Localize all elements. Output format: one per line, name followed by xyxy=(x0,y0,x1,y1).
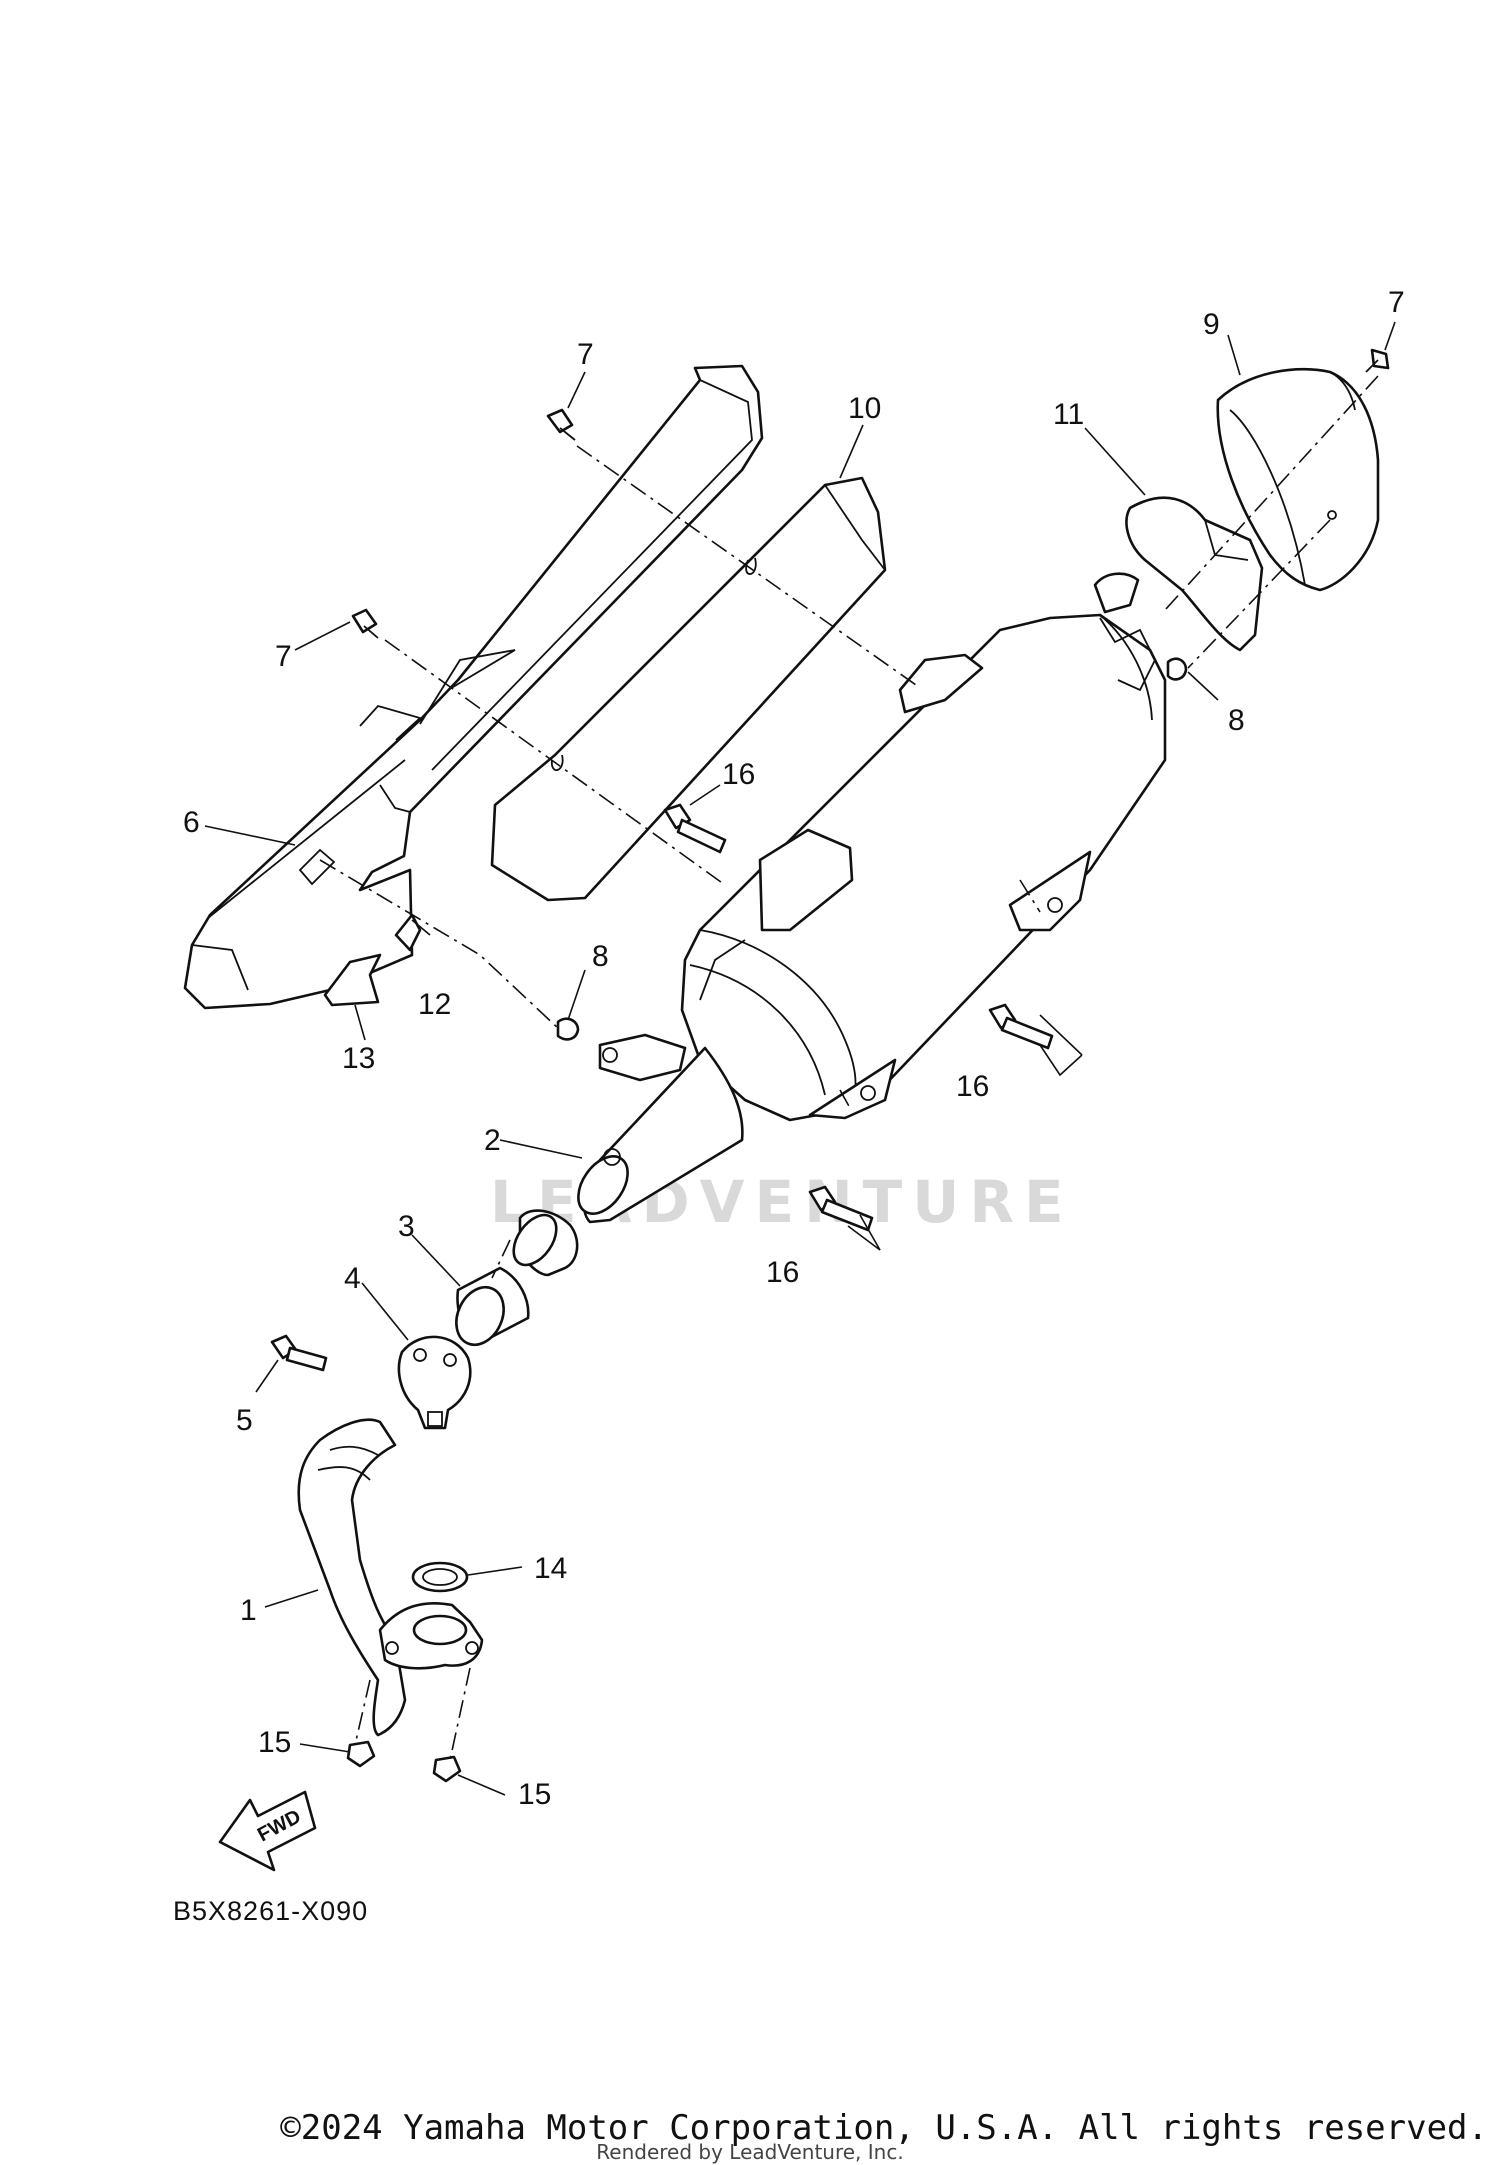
callout-5: 5 xyxy=(236,1404,253,1437)
copyright-notice: ©2024 Yamaha Motor Corporation, U.S.A. A… xyxy=(280,2108,1488,2148)
part-4-clamp xyxy=(397,1335,472,1430)
part-3-sleeve xyxy=(455,1266,530,1347)
callout-12: 12 xyxy=(418,988,451,1021)
parts-12-13-clips xyxy=(323,913,422,1007)
callout-16c: 16 xyxy=(766,1256,799,1289)
callout-9: 9 xyxy=(1203,308,1220,341)
callout-1: 1 xyxy=(240,1594,257,1627)
rendered-by-notice: Rendered by LeadVenture, Inc. xyxy=(596,2140,904,2164)
callout-16a: 16 xyxy=(722,758,755,791)
callout-labels: 7 7 7 9 10 11 6 16 8 8 12 13 2 16 3 16 4… xyxy=(183,286,1405,1811)
callout-7a: 7 xyxy=(577,338,594,371)
callout-10: 10 xyxy=(848,392,881,425)
nut-8a xyxy=(1166,657,1188,681)
part-14-gasket xyxy=(411,1561,469,1593)
fwd-arrow-icon: FWD xyxy=(218,1790,317,1872)
bolt-7b xyxy=(351,608,379,639)
bolt-7a xyxy=(546,408,576,441)
leader-lines xyxy=(204,321,1396,1796)
callout-2: 2 xyxy=(484,1124,501,1157)
part-2-front-cone xyxy=(512,1046,744,1277)
bolt-5 xyxy=(270,1334,328,1372)
alignment-lines xyxy=(319,375,1379,1761)
nut-15a xyxy=(346,1740,376,1768)
callout-14: 14 xyxy=(534,1552,567,1585)
callout-15a: 15 xyxy=(258,1726,291,1759)
part-11-small-shield xyxy=(1125,496,1264,652)
callout-4: 4 xyxy=(344,1262,361,1295)
part-1-header-pipe xyxy=(297,1418,484,1737)
part-9-end-cap xyxy=(1216,367,1380,592)
callout-15b: 15 xyxy=(518,1778,551,1811)
part-6-heat-shield xyxy=(183,364,764,1010)
nut-15b xyxy=(432,1755,462,1783)
callout-6: 6 xyxy=(183,806,200,839)
callout-11: 11 xyxy=(1053,398,1084,431)
bolt-16a xyxy=(663,803,727,854)
callout-8b: 8 xyxy=(1228,704,1245,737)
part-10-inner-shield xyxy=(490,476,887,902)
drawing-code: B5X8261-X090 xyxy=(173,1896,368,1926)
callout-7b: 7 xyxy=(1388,286,1405,319)
bolt-16b xyxy=(988,1003,1054,1050)
callout-7c: 7 xyxy=(275,640,292,673)
callout-13: 13 xyxy=(342,1042,375,1075)
bolt-7c xyxy=(1365,348,1390,373)
callout-8a: 8 xyxy=(592,940,609,973)
callout-3: 3 xyxy=(398,1210,415,1243)
nut-8b xyxy=(556,1017,580,1041)
muffler-body xyxy=(598,572,1167,1122)
callout-16b: 16 xyxy=(956,1070,989,1103)
